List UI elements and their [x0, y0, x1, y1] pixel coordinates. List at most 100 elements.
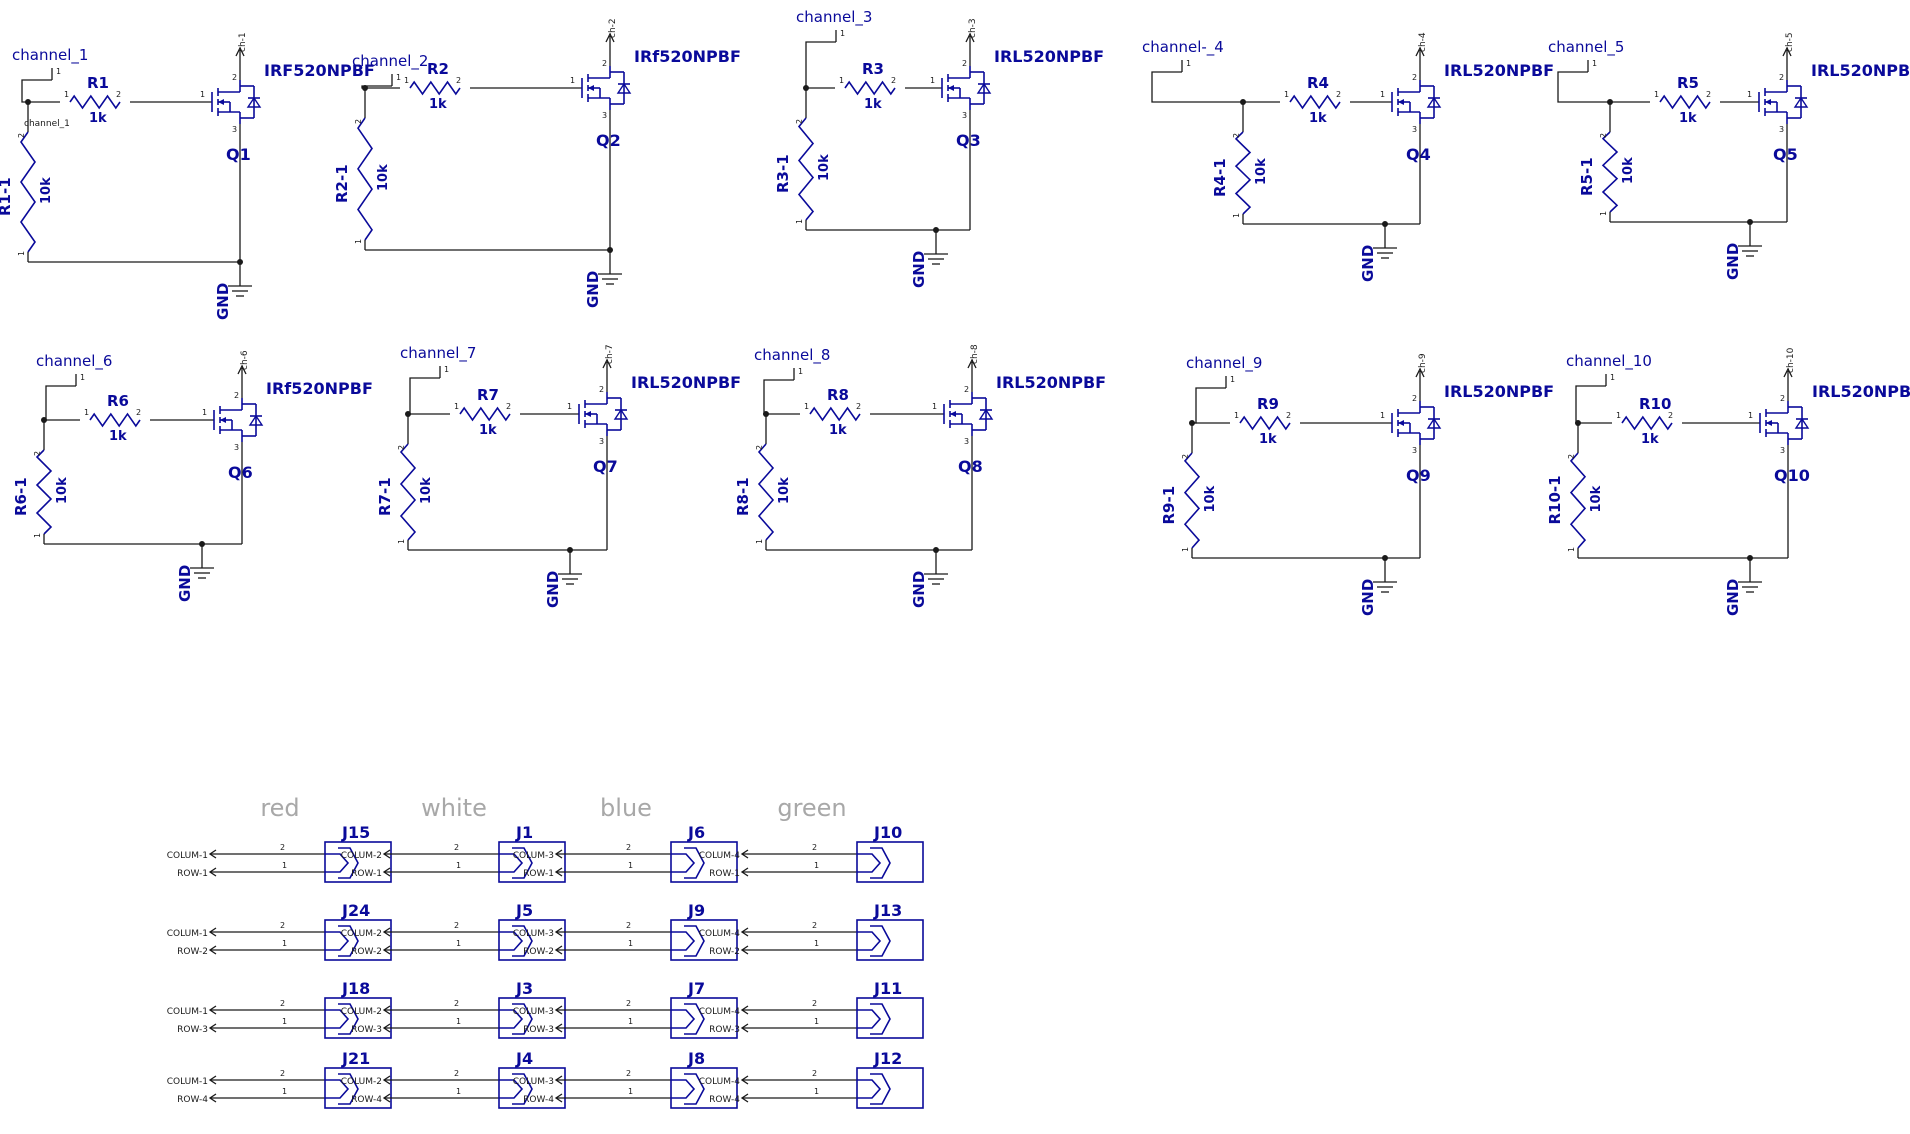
junction-dot	[1575, 420, 1581, 426]
connector-ref: J9	[687, 901, 705, 920]
pin-number: 2	[1232, 133, 1241, 138]
connector-ref: J13	[873, 901, 902, 920]
pin-number: 1	[930, 76, 935, 85]
pin-number: 1	[282, 861, 287, 870]
output-net-label: ch-5	[1785, 32, 1795, 52]
channel-circuit-10: channel_10112R101k123IRL520NPBFQ10ch-102…	[1546, 347, 1910, 616]
pin-number: 1	[795, 219, 804, 224]
connector-ref: J5	[515, 901, 533, 920]
channel-net-label: channel_6	[36, 352, 112, 371]
pulldown-ref: R8-1	[734, 477, 752, 516]
resistor-value: 1k	[829, 423, 847, 438]
connector-body	[498, 841, 566, 883]
gnd-label: GND	[176, 565, 194, 602]
mosfet-ref: Q4	[1406, 145, 1431, 164]
pin-number: 3	[962, 111, 967, 120]
junction-dot	[763, 411, 769, 417]
pin-number: 1	[454, 402, 459, 411]
pin-number: 1	[1599, 211, 1608, 216]
pin-number: 1	[1616, 411, 1621, 420]
column-net-label: COLUM-1	[167, 851, 208, 861]
resistor-zigzag	[459, 406, 511, 422]
mosfet-part-number: IRL520NPBF	[996, 373, 1106, 392]
resistor-ref: R2	[427, 60, 449, 78]
pin-number: 2	[856, 402, 861, 411]
column-net-label: COLUM-2	[341, 1077, 382, 1087]
resistor-zigzag	[797, 117, 815, 221]
pin-number: 2	[1779, 73, 1784, 82]
row-net-label: ROW-1	[709, 869, 740, 879]
gnd-label: GND	[1359, 245, 1377, 282]
ground-symbol	[1373, 224, 1397, 259]
gnd-label: GND	[584, 271, 602, 308]
pin-number: 1	[56, 67, 61, 76]
output-net-label: ch-8	[970, 344, 980, 364]
pin-number: 3	[1412, 446, 1417, 455]
mosfet-symbol	[1391, 401, 1442, 445]
pin-number: 1	[840, 29, 845, 38]
pin-number: 2	[280, 999, 285, 1008]
pin-number: 1	[17, 251, 26, 256]
pin-number: 1	[1610, 373, 1615, 382]
connector-ref: J18	[341, 979, 370, 998]
pin-number: 1	[839, 76, 844, 85]
channel-net-label: channel_7	[400, 344, 476, 363]
resistor-zigzag	[89, 412, 141, 428]
pin-number: 1	[456, 1017, 461, 1026]
resistor-value: 1k	[1259, 432, 1277, 447]
column-net-label: COLUM-3	[513, 929, 554, 939]
pin-number: 1	[1284, 90, 1289, 99]
resistor-value: 1k	[479, 423, 497, 438]
row-net-label: ROW-2	[351, 947, 382, 957]
pulldown-value: 10k	[55, 477, 70, 504]
pin-number: 1	[814, 861, 819, 870]
pin-number: 1	[282, 1087, 287, 1096]
resistor-zigzag	[1659, 94, 1711, 110]
pin-number: 2	[1286, 411, 1291, 420]
ground-symbol	[1738, 222, 1762, 257]
pin-number: 1	[804, 402, 809, 411]
resistor-value: 1k	[1641, 432, 1659, 447]
pin-number: 1	[282, 939, 287, 948]
channel-net-label: channel_3	[796, 8, 872, 27]
pin-number: 1	[932, 402, 937, 411]
pin-number: 3	[232, 125, 237, 134]
pin-number: 3	[599, 437, 604, 446]
row-net-label: ROW-2	[177, 947, 208, 957]
connector-ref: J1	[515, 823, 533, 842]
pin-number: 3	[234, 443, 239, 452]
resistor-value: 1k	[864, 97, 882, 112]
connector-ref: J3	[515, 979, 533, 998]
resistor-zigzag	[1621, 415, 1673, 431]
output-net-label: ch-1	[238, 32, 248, 52]
pulldown-ref: R1-1	[0, 177, 14, 216]
resistor-ref: R6	[107, 392, 129, 410]
pin-number: 1	[202, 408, 207, 417]
gnd-label: GND	[214, 283, 232, 320]
pin-number: 2	[599, 385, 604, 394]
connector-body	[324, 919, 392, 961]
column-net-label: COLUM-1	[167, 929, 208, 939]
pin-number: 2	[755, 445, 764, 450]
column-net-label: COLUM-2	[341, 1007, 382, 1017]
connector-body	[498, 919, 566, 961]
column-net-label: COLUM-1	[167, 1007, 208, 1017]
pulldown-value: 10k	[1589, 485, 1604, 512]
pin-number: 1	[1380, 90, 1385, 99]
gnd-label: GND	[910, 571, 928, 608]
junction-dot	[25, 99, 31, 105]
resistor-zigzag	[1183, 452, 1201, 549]
column-net-label: COLUM-2	[341, 851, 382, 861]
pulldown-value: 10k	[1621, 157, 1636, 184]
mosfet-symbol	[1758, 80, 1809, 124]
mosfet-ref: Q1	[226, 145, 251, 164]
